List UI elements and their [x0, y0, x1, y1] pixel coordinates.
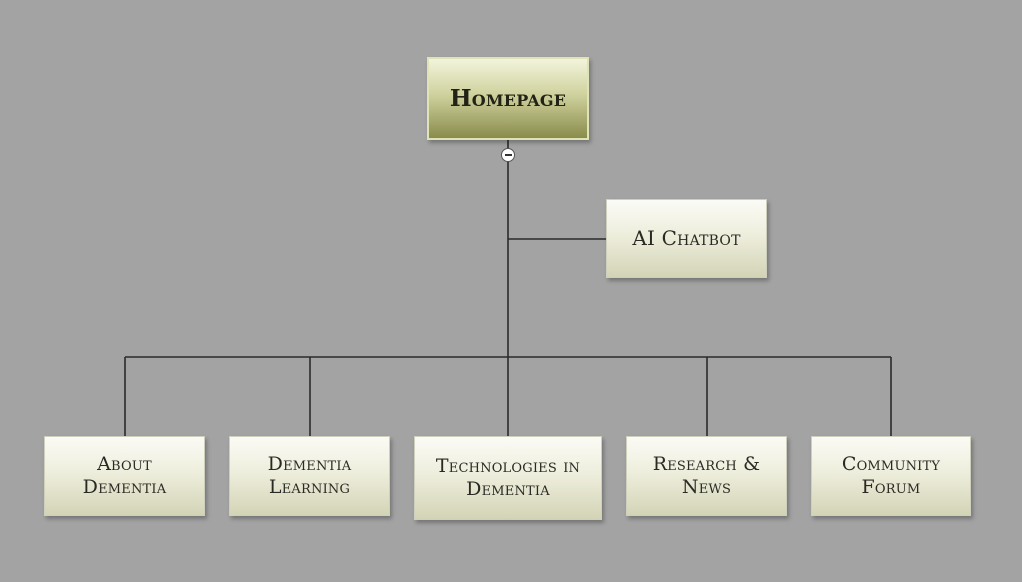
technologies-label: Technologies in Dementia	[435, 455, 581, 500]
minus-circle-icon[interactable]	[501, 148, 515, 162]
dementia-learning-label: Dementia Learning	[267, 453, 352, 498]
homepage-node[interactable]: Homepage	[427, 57, 589, 140]
community-forum-label: Community Forum	[841, 453, 941, 498]
ai-chatbot-node[interactable]: AI Chatbot	[606, 199, 767, 278]
ai-chatbot-label: AI Chatbot	[632, 226, 741, 250]
technologies-node[interactable]: Technologies in Dementia	[414, 436, 602, 520]
about-dementia-node[interactable]: About Dementia	[44, 436, 205, 516]
dementia-learning-node[interactable]: Dementia Learning	[229, 436, 390, 516]
research-news-label: Research & News	[652, 453, 761, 498]
homepage-label: Homepage	[449, 85, 567, 112]
community-forum-node[interactable]: Community Forum	[811, 436, 971, 516]
research-news-node[interactable]: Research & News	[626, 436, 787, 516]
about-dementia-label: About Dementia	[82, 453, 167, 498]
